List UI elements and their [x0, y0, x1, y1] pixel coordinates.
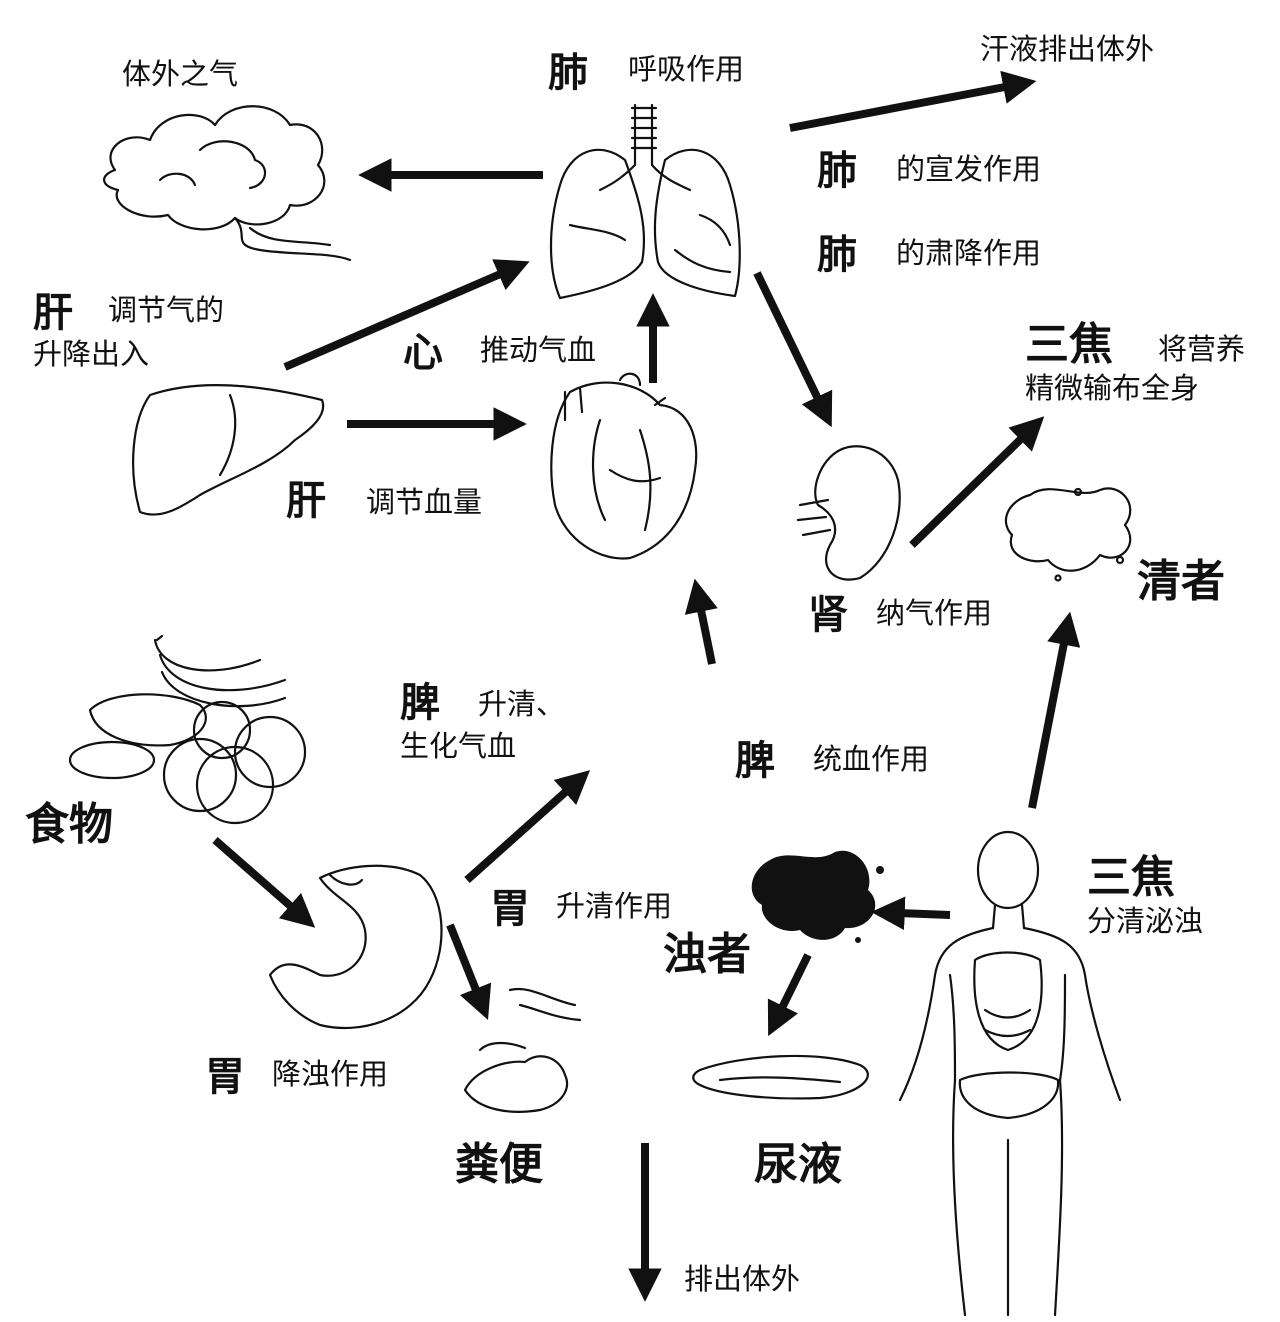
lung-breathing-label: 呼吸作用 — [628, 52, 745, 86]
liver-label: 肝 — [33, 289, 73, 336]
spleen-raise-label-1: 升清、 — [478, 687, 566, 721]
arrow-body-to-turbid — [871, 896, 951, 931]
arrow-liver-to-lung — [283, 259, 530, 371]
liver-qi-label-1: 调节气的 — [108, 293, 225, 327]
stomach-illustration — [268, 864, 443, 1030]
arrow-spleen-to-heart — [684, 578, 718, 665]
lung-label: 肺 — [548, 49, 588, 96]
sanjiao-nourish-label-2: 精微输布全身 — [1025, 371, 1200, 405]
lung-dispersing-label: 的宣发作用 — [896, 152, 1042, 186]
clear-splash-illustration — [1004, 487, 1132, 582]
cloud-illustration — [103, 105, 352, 262]
outside-air-label: 体外之气 — [122, 57, 239, 91]
sweat-excretion-label: 汗液排出体外 — [980, 32, 1155, 66]
arrow-body-to-clear — [1028, 611, 1081, 809]
spleen-raise-label-2: 生化气血 — [400, 729, 517, 763]
lung-label-2: 肺 — [817, 147, 857, 194]
spleen-label: 脾 — [400, 679, 440, 726]
heart-function-label: 推动气血 — [480, 333, 597, 367]
arrows — [212, 70, 1081, 1302]
heart-label: 心 — [403, 329, 443, 376]
turbid-splash-illustration — [751, 850, 884, 943]
feces-label: 粪便 — [455, 1139, 543, 1190]
clear-label: 清者 — [1137, 556, 1225, 607]
arrow-stomach-to-feces — [446, 923, 492, 1020]
kidney-function-label: 纳气作用 — [876, 596, 993, 630]
liver-label-2: 肝 — [286, 477, 326, 524]
sanjiao-separate-label: 分清泌浊 — [1087, 904, 1204, 938]
lung-descending-label: 的肃降作用 — [896, 236, 1042, 270]
arrow-lung-to-sweat — [789, 70, 1037, 132]
spleen-blood-label: 统血作用 — [813, 742, 930, 776]
arrow-lung-to-kidney — [753, 271, 833, 428]
sanjiao-nourish-label-1: 将营养 — [1158, 332, 1246, 366]
liver-blood-label: 调节血量 — [366, 485, 483, 519]
stomach-raise-label: 升清作用 — [556, 889, 673, 923]
feces-illustration — [463, 987, 582, 1113]
spleen-label-2: 脾 — [735, 737, 775, 784]
sanjiao-top-label: 三焦 — [1025, 319, 1113, 370]
lungs-illustration — [549, 103, 741, 300]
liver-qi-label-2: 升降出入 — [33, 337, 150, 371]
heart-illustration — [550, 372, 698, 560]
arrow-turbid-to-urine — [767, 953, 812, 1037]
turbid-label: 浊者 — [663, 929, 751, 980]
human-figure-illustration — [898, 830, 1122, 1317]
arrow-food-to-stomach — [212, 836, 316, 928]
sanjiao-bottom-label: 三焦 — [1087, 852, 1175, 903]
excrete-label: 排出体外 — [684, 1262, 801, 1296]
kidney-label: 肾 — [808, 591, 848, 638]
lung-label-3: 肺 — [817, 231, 857, 278]
stomach-label-2: 胃 — [205, 1053, 245, 1100]
arrow-kidney-to-sanjiao — [909, 416, 1045, 548]
urine-label: 尿液 — [754, 1139, 842, 1190]
arrow-stomach-to-spleen — [464, 770, 591, 883]
stomach-lower-label: 降浊作用 — [272, 1057, 389, 1091]
urine-puddle-illustration — [692, 1054, 869, 1100]
liver-illustration — [132, 384, 325, 516]
food-illustration — [68, 634, 307, 825]
stomach-label: 胃 — [490, 885, 530, 932]
kidney-illustration — [796, 445, 901, 581]
food-label: 食物 — [25, 799, 113, 850]
